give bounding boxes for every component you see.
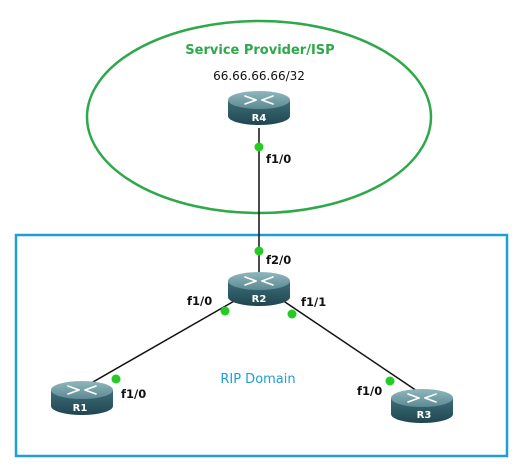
r1-f10-label: f1/0 <box>121 387 146 401</box>
router-r2-name: R2 <box>252 294 267 305</box>
port-r1-f10 <box>111 374 121 384</box>
port-r2-f20 <box>254 246 264 256</box>
r4-f10-label: f1/0 <box>266 152 291 166</box>
r2-f11-label: f1/1 <box>301 295 326 309</box>
router-r4-name: R4 <box>252 113 267 124</box>
port-r3-f10 <box>385 376 395 386</box>
port-r2-f10 <box>220 306 230 316</box>
router-r1-name: R1 <box>73 403 88 414</box>
port-r4-f10 <box>254 142 264 152</box>
rip-zone-label: RIP Domain <box>220 372 295 387</box>
r4-address-label: 66.66.66.66/32 <box>213 69 305 83</box>
r2-f10-label: f1/0 <box>187 294 212 308</box>
router-r3-name: R3 <box>417 410 432 421</box>
rip-domain-boundary <box>14 233 509 458</box>
link-r2-r3 <box>281 299 421 394</box>
port-r2-f11 <box>287 309 297 319</box>
link-r2-r1 <box>85 299 237 387</box>
r3-f10-label: f1/0 <box>357 384 382 398</box>
r2-f20-label: f2/0 <box>266 253 291 267</box>
isp-zone-label: Service Provider/ISP <box>185 43 334 58</box>
